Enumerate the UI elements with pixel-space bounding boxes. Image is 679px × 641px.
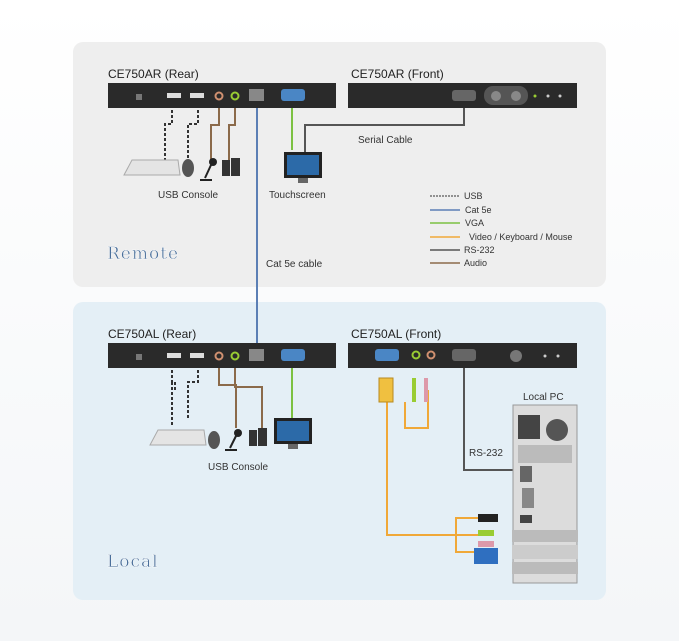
remote-keyboard-icon [123, 159, 181, 176]
touchscreen-label: Touchscreen [269, 190, 326, 201]
local-pc-icon [512, 404, 578, 584]
local-keyboard-icon [149, 429, 207, 446]
ce750ar-rear-label: CE750AR (Rear) [108, 67, 199, 81]
ce750ar-rear [108, 83, 336, 108]
local-section-title: Local [107, 552, 159, 572]
legend-audio: Audio [464, 258, 487, 268]
legend-cat5e: Cat 5e [465, 205, 492, 215]
local-mouse-icon [208, 431, 220, 449]
remote-usb-console-label: USB Console [158, 190, 218, 201]
cat5e-cable-label: Cat 5e cable [266, 259, 323, 270]
ce750ar-front-label: CE750AR (Front) [351, 67, 444, 81]
local-speakers-icon [249, 428, 267, 446]
ce750al-front-label: CE750AL (Front) [351, 327, 441, 341]
local-usb-console-label: USB Console [208, 462, 268, 473]
pc-plugs-icon [474, 514, 498, 564]
ce750al-rear [108, 343, 336, 368]
ce750al-front [348, 343, 577, 368]
local-monitor-icon [274, 418, 312, 449]
ce750al-rear-label: CE750AL (Rear) [108, 327, 196, 341]
kvm-connectors-icon [378, 377, 428, 403]
remote-audio-cable [210, 100, 236, 160]
local-audio-cable [218, 360, 263, 428]
legend-rs232: RS-232 [464, 245, 495, 255]
legend-video-keyboard-mouse: Video / Keyboard / Mouse [469, 232, 572, 242]
local-microphone-icon [225, 429, 242, 451]
rs232-label: RS-232 [469, 448, 503, 459]
ce750ar-front [348, 83, 577, 108]
kvm-cable [386, 390, 480, 553]
remote-mouse-icon [182, 159, 194, 177]
remote-section-title: Remote [107, 244, 179, 264]
remote-microphone-icon [200, 158, 217, 181]
legend-usb: USB [464, 191, 483, 201]
legend-vga: VGA [465, 218, 484, 228]
serial-cable [304, 100, 465, 152]
legend: USB Cat 5e VGA Video / Keyboard / Mouse … [430, 191, 572, 268]
remote-usb-cable [164, 100, 199, 160]
local-usb-cable [171, 360, 199, 425]
serial-cable-label: Serial Cable [358, 135, 413, 146]
rs232-cable [463, 360, 520, 471]
remote-speakers-icon [222, 158, 240, 176]
local-pc-label: Local PC [523, 392, 564, 403]
touchscreen-icon [284, 152, 322, 183]
local-panel [73, 302, 606, 600]
